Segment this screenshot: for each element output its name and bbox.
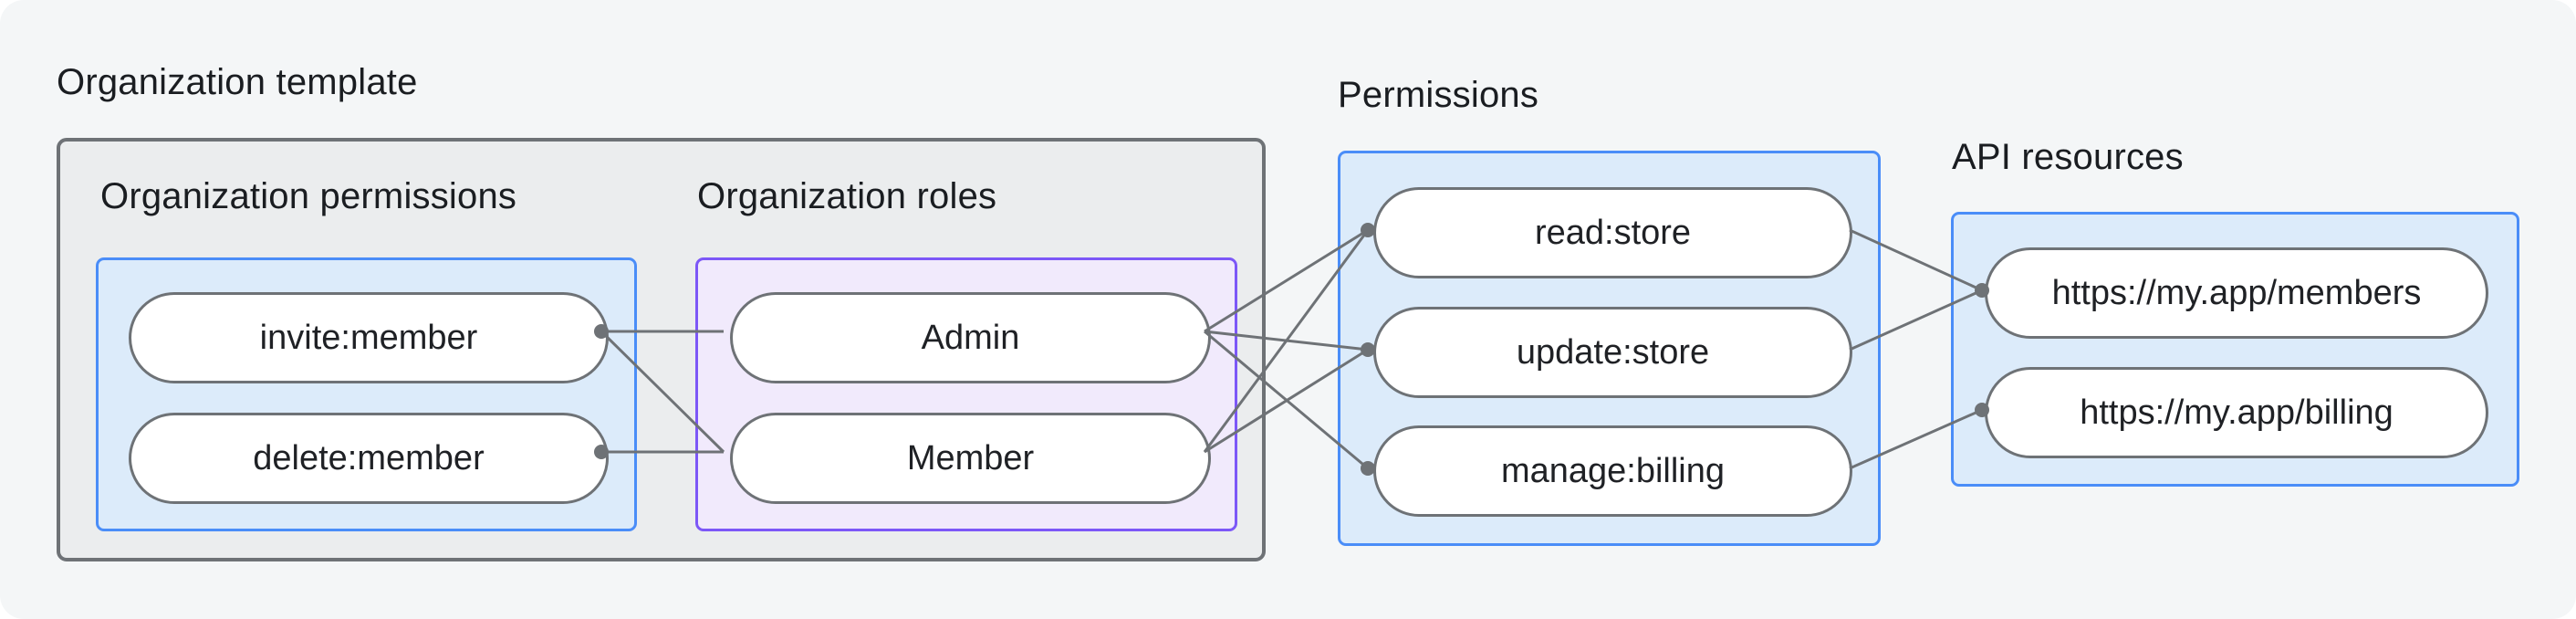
org-permissions-box: invite:member delete:member — [96, 257, 637, 531]
org-permissions-title: Organization permissions — [100, 176, 517, 216]
permissions-title: Permissions — [1338, 75, 1539, 115]
organization-template-box: Organization permissions Organization ro… — [57, 138, 1266, 561]
permissions-box: read:store update:store manage:billing — [1338, 151, 1881, 546]
node-update-store-label: update:store — [1516, 332, 1710, 372]
node-delete-member-label: delete:member — [253, 438, 485, 477]
node-invite-member-label: invite:member — [259, 318, 478, 357]
node-invite-member: invite:member — [129, 292, 609, 383]
api-resources-box: https://my.app/members https://my.app/bi… — [1951, 212, 2519, 487]
node-admin: Admin — [730, 292, 1211, 383]
node-member: Member — [730, 413, 1211, 504]
node-manage-billing: manage:billing — [1373, 425, 1852, 517]
node-member-label: Member — [906, 438, 1035, 477]
node-api-billing: https://my.app/billing — [1985, 367, 2488, 458]
org-roles-box: Admin Member — [695, 257, 1237, 531]
org-template-title: Organization template — [57, 62, 418, 102]
node-api-members: https://my.app/members — [1985, 247, 2488, 339]
node-delete-member: delete:member — [129, 413, 609, 504]
node-api-members-label: https://my.app/members — [2051, 273, 2422, 312]
org-roles-title: Organization roles — [697, 176, 997, 216]
node-read-store: read:store — [1373, 187, 1852, 278]
node-manage-billing-label: manage:billing — [1500, 451, 1726, 490]
api-resources-title: API resources — [1952, 137, 2184, 177]
node-read-store-label: read:store — [1534, 213, 1692, 252]
node-api-billing-label: https://my.app/billing — [2080, 393, 2393, 432]
node-update-store: update:store — [1373, 307, 1852, 398]
node-admin-label: Admin — [921, 318, 1020, 357]
